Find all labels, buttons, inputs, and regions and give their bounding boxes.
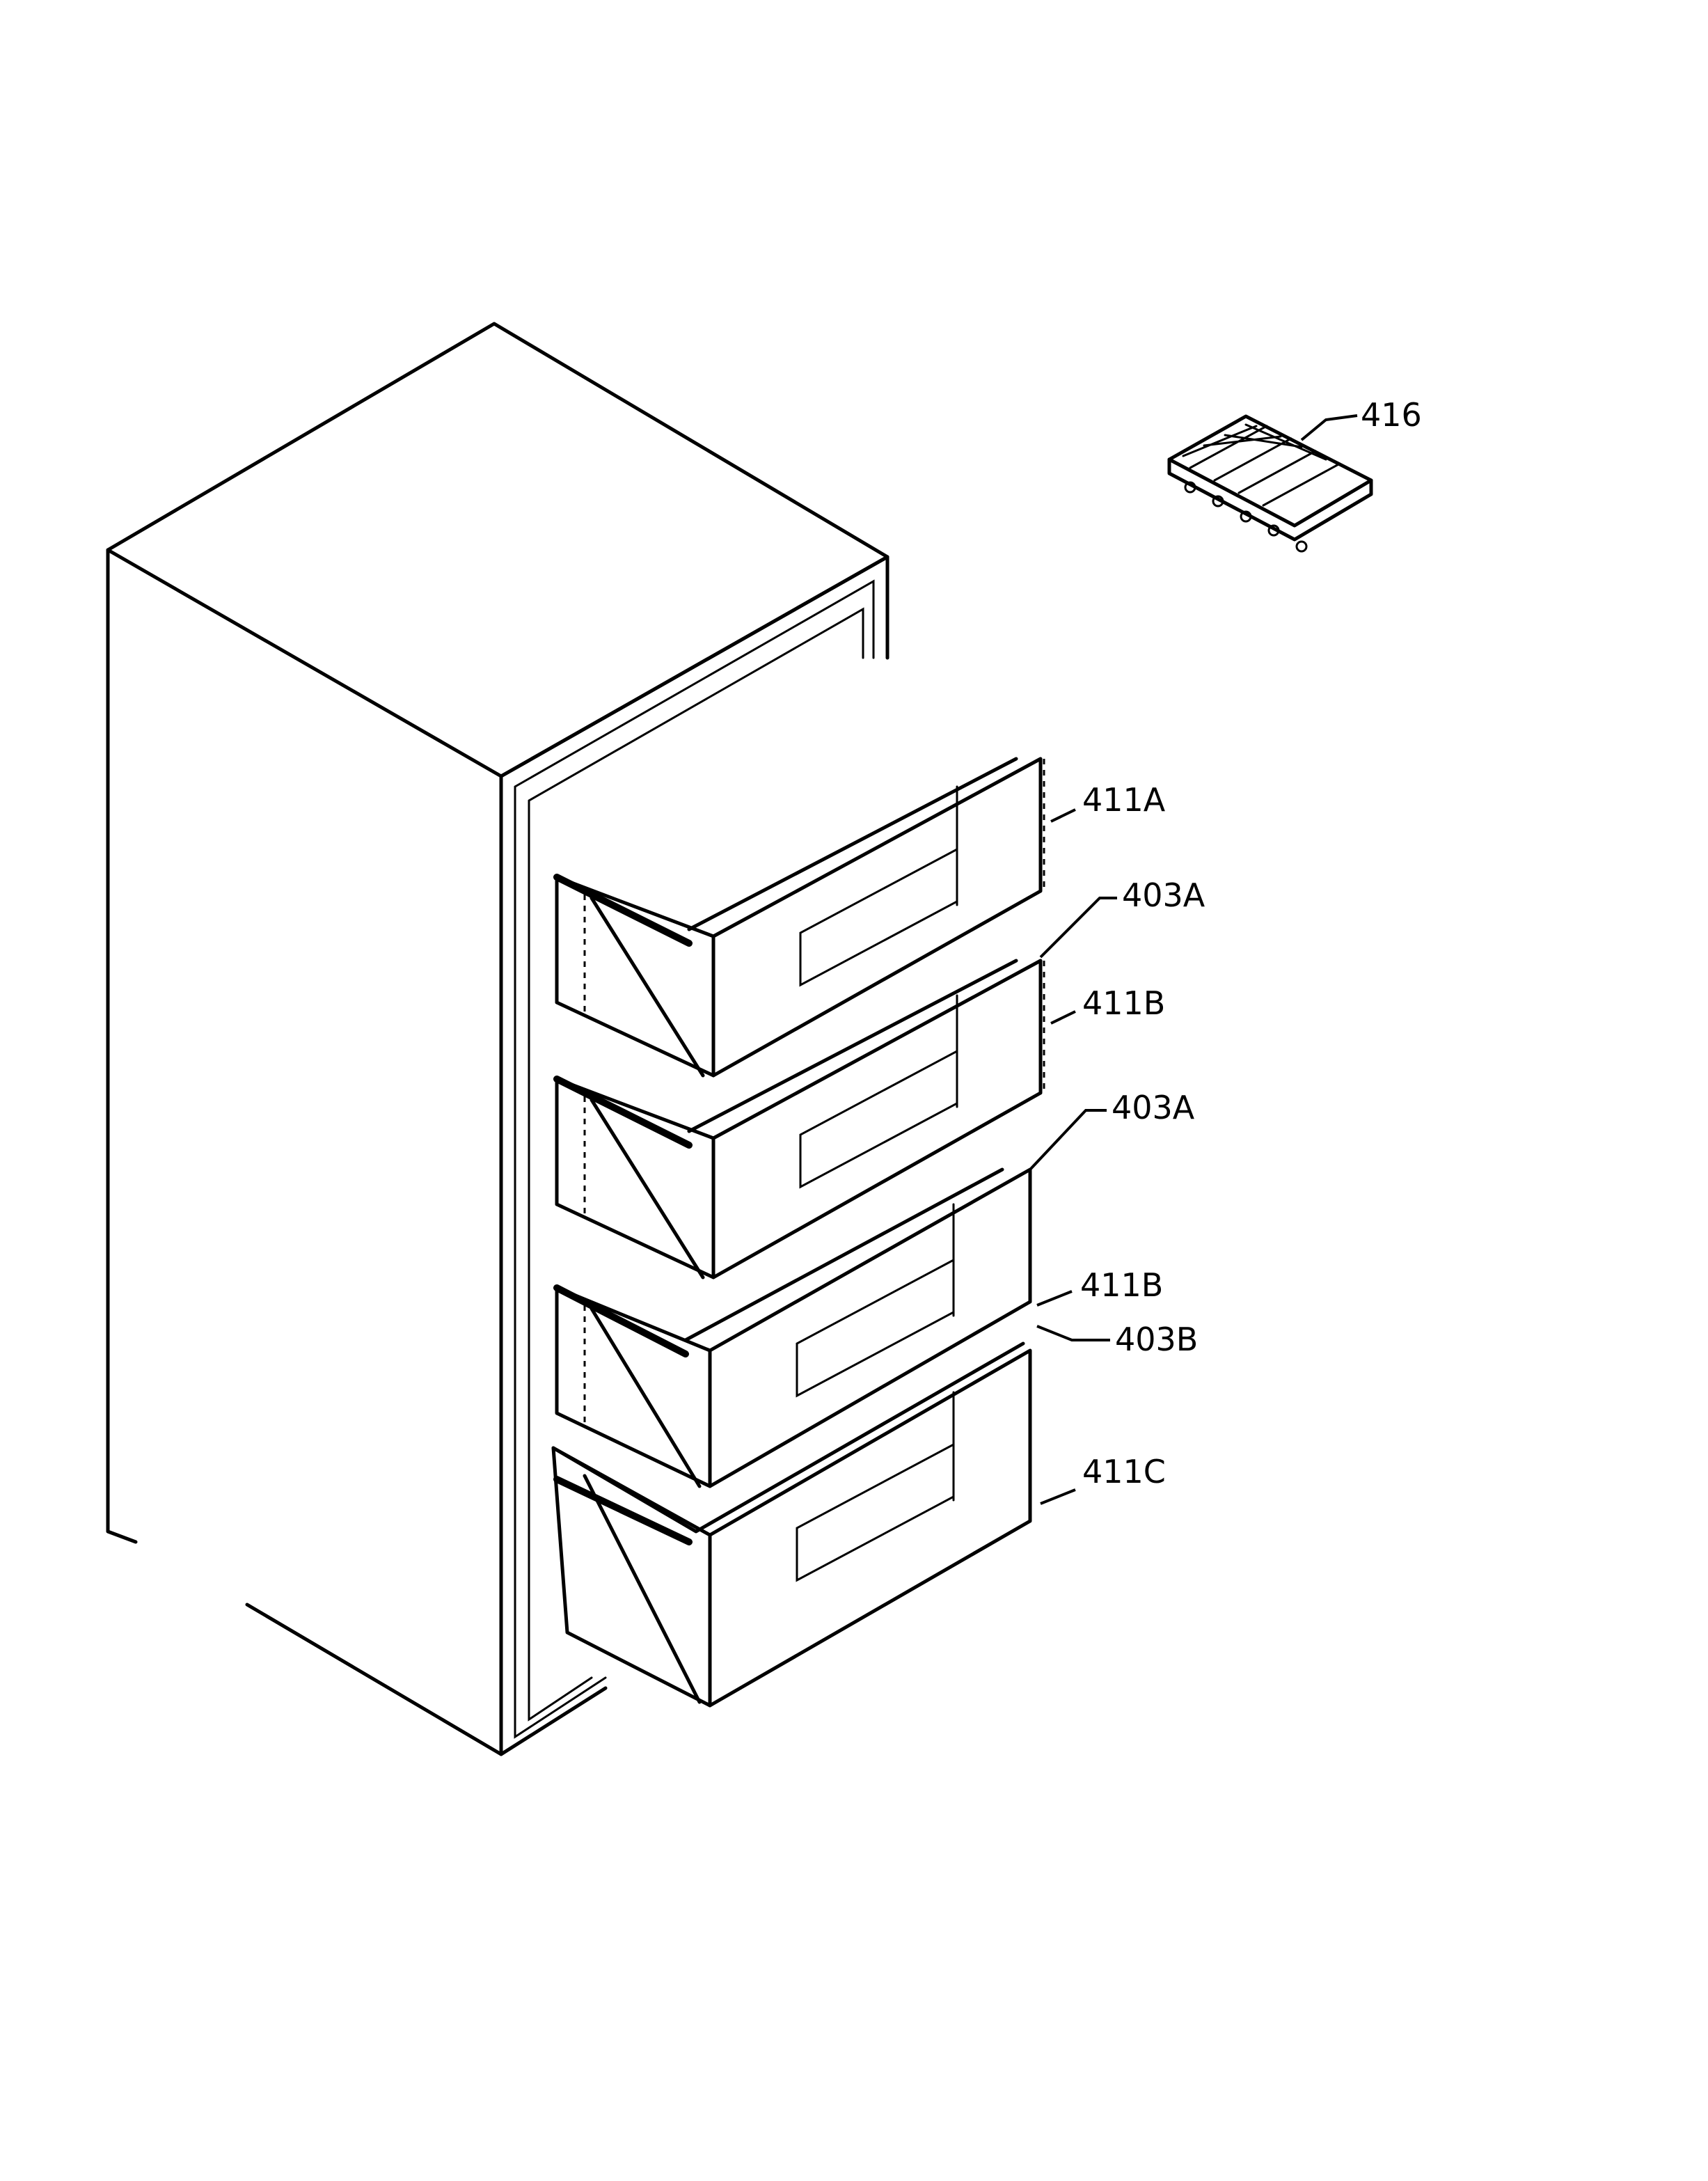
- label-411B-lower: 411B: [1080, 1266, 1163, 1304]
- label-403A-upper: 403A: [1122, 876, 1205, 914]
- leader-lines: [1029, 414, 1358, 1505]
- label-403B: 403B: [1115, 1321, 1198, 1358]
- label-416: 416: [1361, 396, 1422, 434]
- freezer-cabinet: [106, 322, 889, 1756]
- cabinet-side: [106, 548, 503, 1756]
- drawer-411B-upper: [553, 959, 1045, 1280]
- label-411C: 411C: [1082, 1453, 1166, 1490]
- label-403A-lower: 403A: [1112, 1089, 1195, 1126]
- callout-labels: 416 411A 403A 411B 403A 411B 403B 411C: [1080, 396, 1422, 1490]
- drawer-411C: [551, 1341, 1032, 1708]
- cabinet-front-frame: [499, 555, 889, 1756]
- drawer-411B-lower: [553, 1167, 1032, 1488]
- label-411B-upper: 411B: [1082, 984, 1165, 1022]
- door-gasket: [514, 579, 875, 1739]
- ice-tray: [1167, 414, 1373, 553]
- cabinet-top: [106, 322, 889, 778]
- drawer-411A: [553, 757, 1045, 1078]
- label-411A: 411A: [1082, 781, 1166, 819]
